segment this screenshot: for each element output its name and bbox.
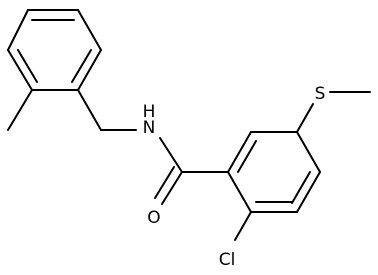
bond bbox=[7, 49, 33, 91]
bond bbox=[227, 171, 252, 213]
chlorine-label: Cl bbox=[219, 250, 236, 270]
double-bond-inner bbox=[17, 49, 38, 83]
benzyl-bond bbox=[77, 89, 102, 131]
right-benzene-ring bbox=[227, 131, 321, 213]
carbonyl-double-bond-outer bbox=[161, 171, 183, 205]
bond bbox=[296, 171, 321, 213]
bond bbox=[296, 131, 321, 173]
bond bbox=[77, 49, 102, 91]
double-bond-inner bbox=[71, 49, 92, 83]
double-bond-inner bbox=[237, 140, 257, 173]
nitrogen-label: N bbox=[143, 118, 156, 138]
methyl-bond bbox=[7, 89, 33, 131]
bond bbox=[227, 131, 252, 173]
n-carbonyl-bond bbox=[159, 137, 183, 173]
double-bond-inner bbox=[291, 171, 311, 204]
bond bbox=[7, 9, 29, 51]
ring-sulfur-bond bbox=[296, 103, 314, 133]
sulfur-label: S bbox=[315, 84, 326, 104]
ring-chlorine-bond bbox=[234, 211, 252, 241]
hydrogen-label: H bbox=[143, 102, 156, 122]
oxygen-label: O bbox=[147, 208, 160, 228]
bond bbox=[77, 9, 102, 51]
left-benzene-ring bbox=[7, 9, 102, 91]
carbonyl-double-bond-inner bbox=[154, 166, 175, 199]
